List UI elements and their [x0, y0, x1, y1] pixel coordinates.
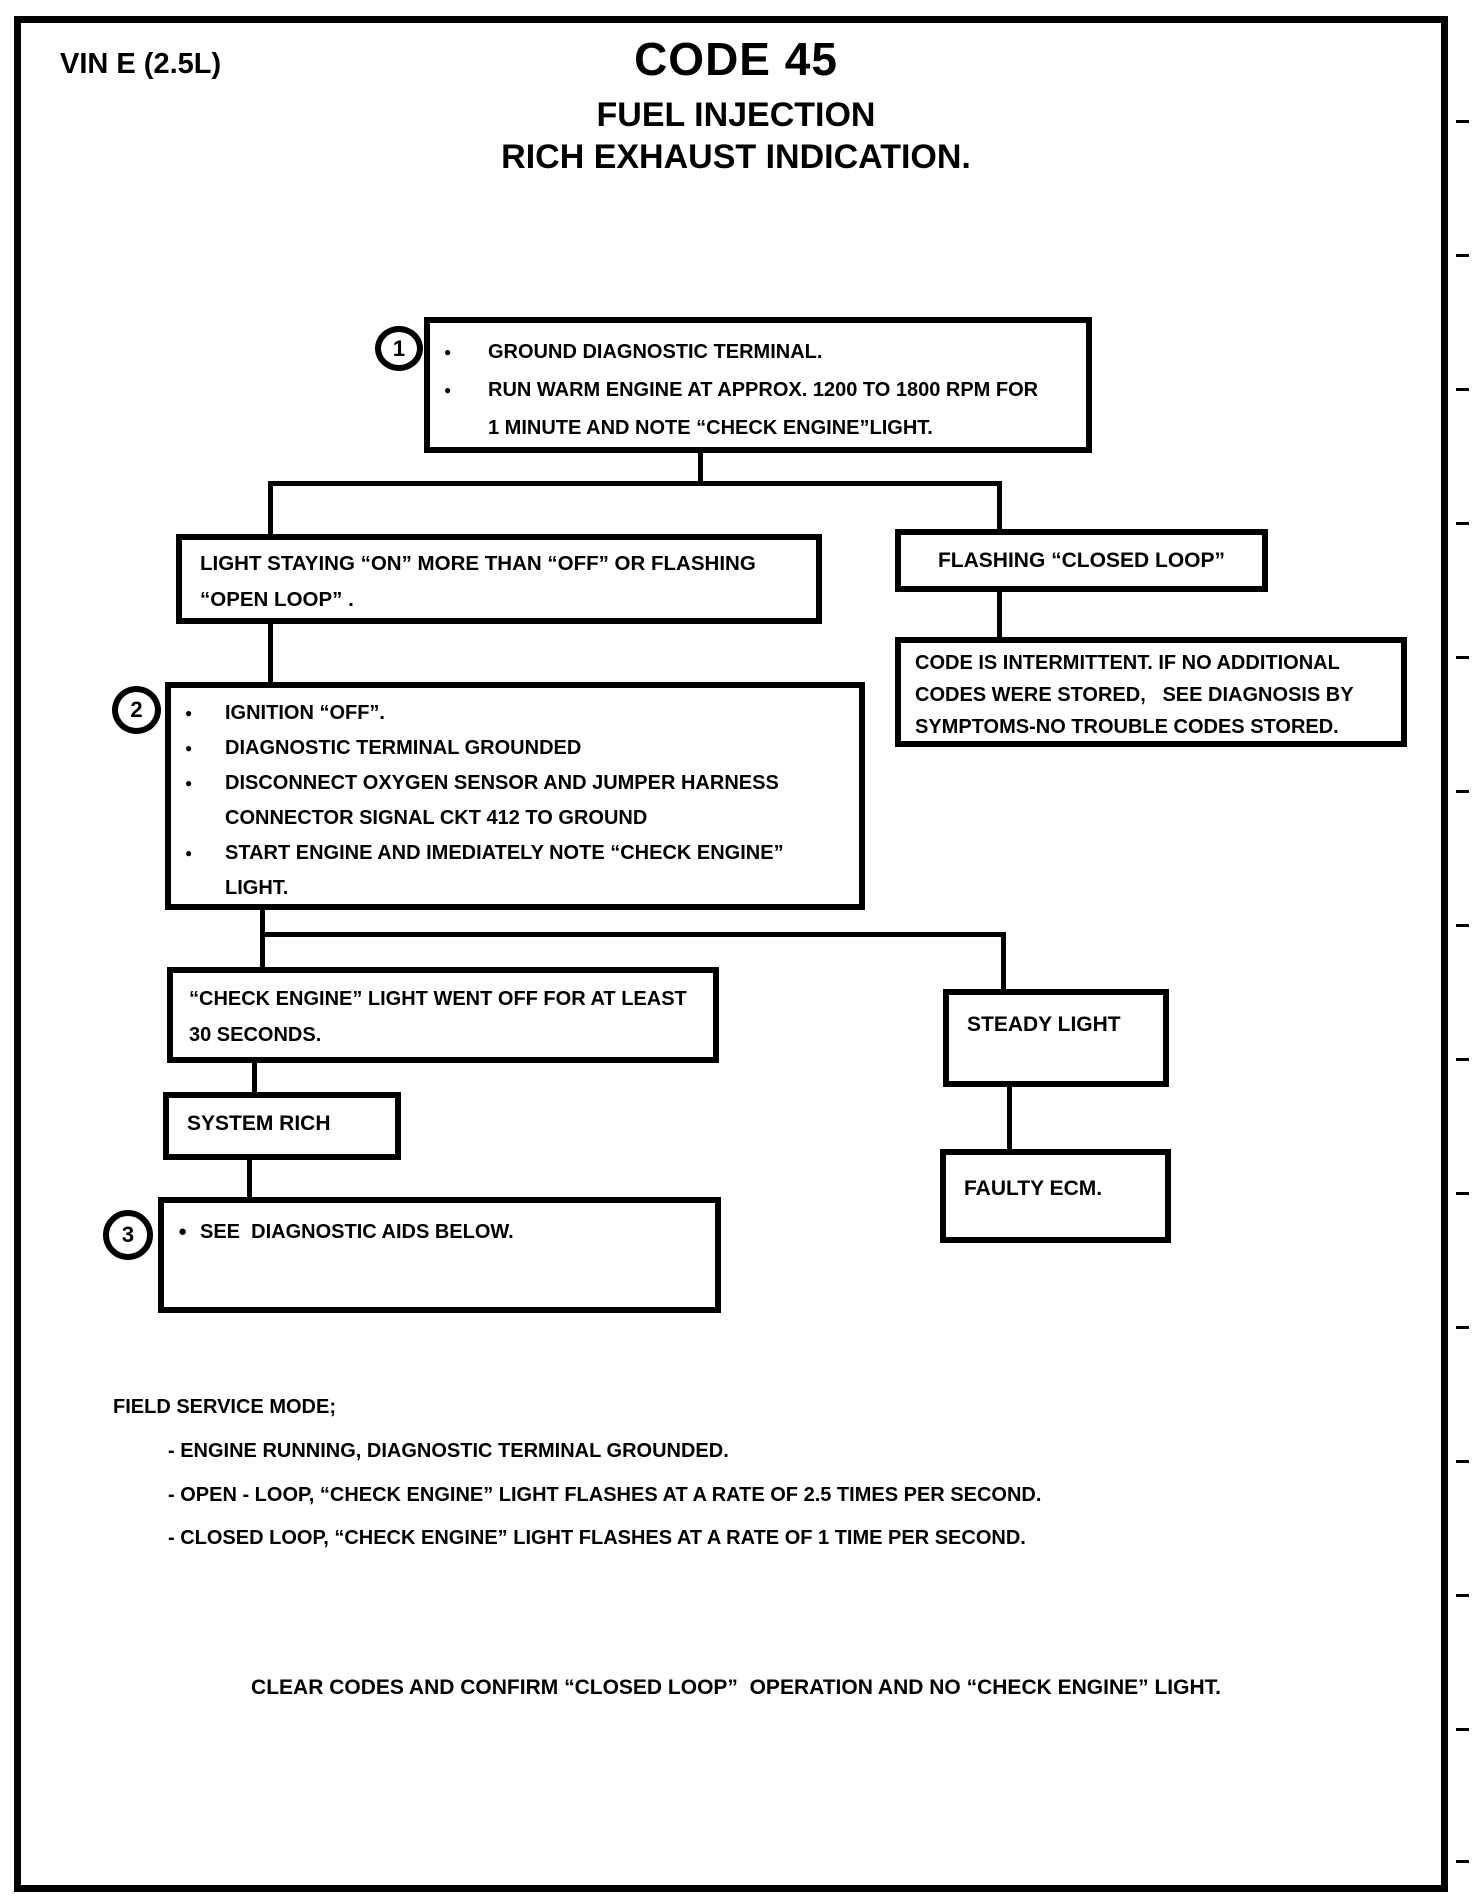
faulty-ecm-text: FAULTY ECM. — [964, 1177, 1103, 1200]
intermittent-line: SYMPTOMS-NO TROUBLE CODES STORED. — [915, 716, 1339, 738]
steady-light-text: STEADY LIGHT — [967, 1013, 1121, 1036]
step1-bullet-text: GROUND DIAGNOSTIC TERMINAL. — [488, 341, 823, 363]
connector-line — [1007, 1085, 1012, 1152]
page-edge-mark — [1456, 522, 1469, 525]
connector-line — [997, 481, 1002, 532]
page-subtitle-fuel-injection: FUEL INJECTION — [596, 96, 876, 134]
field-service-item: - CLOSED LOOP, “CHECK ENGINE” LIGHT FLAS… — [168, 1527, 1026, 1549]
connector-line — [252, 1061, 257, 1095]
step-number-2-label: 2 — [130, 697, 143, 722]
bullet-icon: ● — [185, 776, 193, 790]
step1-bullet-row: ● GROUND DIAGNOSTIC TERMINAL. — [444, 333, 1072, 371]
step-number-1: 1 — [375, 326, 423, 371]
step2-box: ● IGNITION “OFF”. ● DIAGNOSTIC TERMINAL … — [165, 682, 865, 910]
step-number-2: 2 — [112, 686, 161, 734]
step2-bullet-text: START ENGINE AND IMEDIATELY NOTE “CHECK … — [225, 842, 790, 899]
page-edge-mark — [1456, 1728, 1469, 1731]
bullet-icon: ● — [185, 846, 193, 860]
step-number-3-label: 3 — [121, 1222, 135, 1247]
step2-bullet-text: DISCONNECT OXYGEN SENSOR AND JUMPER HARN… — [225, 772, 785, 829]
page-edge-mark — [1456, 1058, 1469, 1061]
connector-line — [268, 481, 1002, 486]
faulty-ecm-box: FAULTY ECM. — [940, 1149, 1171, 1243]
page-edge-mark — [1456, 1460, 1469, 1463]
page-edge-mark — [1456, 924, 1469, 927]
bullet-icon: ● — [444, 383, 452, 397]
page-edge-mark — [1456, 1860, 1469, 1863]
light-went-off-box: “CHECK ENGINE” LIGHT WENT OFF FOR AT LEA… — [167, 967, 719, 1063]
step1-bullet-row: ● RUN WARM ENGINE AT APPROX. 1200 TO 180… — [444, 371, 1072, 447]
page-border — [14, 16, 1448, 1892]
bullet-icon: ● — [444, 345, 452, 359]
steady-light-box: STEADY LIGHT — [943, 989, 1169, 1087]
page-edge-mark — [1456, 254, 1469, 257]
light-went-off-text: “CHECK ENGINE” LIGHT WENT OFF FOR AT LEA… — [189, 988, 693, 1046]
connector-line — [997, 589, 1002, 639]
page-edge-mark — [1456, 1192, 1469, 1195]
connector-line — [1001, 932, 1006, 992]
step2-bullet-text: DIAGNOSTIC TERMINAL GROUNDED — [225, 737, 582, 759]
connector-line — [268, 481, 273, 537]
connector-line — [268, 621, 273, 684]
open-loop-result-text: LIGHT STAYING “ON” MORE THAN “OFF” OR FL… — [200, 552, 762, 611]
connector-line — [260, 907, 265, 969]
system-rich-text: SYSTEM RICH — [187, 1112, 331, 1135]
intermittent-line: CODES WERE STORED, SEE DIAGNOSIS BY — [915, 684, 1354, 706]
step3-bullet-row: ● SEE DIAGNOSTIC AIDS BELOW. — [178, 1215, 715, 1249]
connector-line — [260, 932, 1006, 937]
open-loop-result-box: LIGHT STAYING “ON” MORE THAN “OFF” OR FL… — [176, 534, 822, 624]
step3-box: ● SEE DIAGNOSTIC AIDS BELOW. — [158, 1197, 721, 1313]
page-edge-mark — [1456, 1326, 1469, 1329]
step1-bullet-text: RUN WARM ENGINE AT APPROX. 1200 TO 1800 … — [488, 379, 1044, 439]
vin-label: VIN E (2.5L) — [60, 48, 222, 80]
closed-loop-result-text: FLASHING “CLOSED LOOP” — [937, 548, 1225, 572]
page-edge-mark — [1456, 790, 1469, 793]
step-number-3: 3 — [103, 1210, 153, 1260]
bullet-icon: ● — [185, 741, 193, 755]
page-title: CODE 45 — [634, 33, 838, 85]
connector-line — [247, 1158, 252, 1200]
page-subtitle-rich-exhaust: RICH EXHAUST INDICATION. — [501, 138, 971, 176]
step2-bullet-row: ● START ENGINE AND IMEDIATELY NOTE “CHEC… — [185, 836, 849, 906]
bullet-icon: ● — [178, 1223, 188, 1240]
bullet-icon: ● — [185, 706, 193, 720]
page-edge-mark — [1456, 1594, 1469, 1597]
page-edge-mark — [1456, 120, 1469, 123]
step2-bullet-row: ● DIAGNOSTIC TERMINAL GROUNDED — [185, 731, 849, 766]
step1-box: ● GROUND DIAGNOSTIC TERMINAL. ● RUN WARM… — [424, 317, 1092, 453]
field-service-item: - ENGINE RUNNING, DIAGNOSTIC TERMINAL GR… — [168, 1440, 729, 1462]
step2-bullet-row: ● DISCONNECT OXYGEN SENSOR AND JUMPER HA… — [185, 766, 849, 836]
footer-instruction: CLEAR CODES AND CONFIRM “CLOSED LOOP” OP… — [251, 1676, 1221, 1699]
step3-bullet-text: SEE DIAGNOSTIC AIDS BELOW. — [200, 1221, 514, 1243]
step2-bullet-text: IGNITION “OFF”. — [225, 702, 385, 724]
step-number-1-label: 1 — [392, 335, 406, 361]
field-service-item: - OPEN - LOOP, “CHECK ENGINE” LIGHT FLAS… — [168, 1484, 1042, 1506]
step2-bullet-row: ● IGNITION “OFF”. — [185, 696, 849, 731]
page-edge-mark — [1456, 388, 1469, 391]
connector-line — [698, 451, 703, 484]
field-service-heading: FIELD SERVICE MODE; — [113, 1396, 336, 1418]
page-edge-mark — [1456, 656, 1469, 659]
intermittent-line: CODE IS INTERMITTENT. IF NO ADDITIONAL — [915, 652, 1340, 674]
intermittent-code-box: CODE IS INTERMITTENT. IF NO ADDITIONAL C… — [895, 637, 1407, 747]
system-rich-box: SYSTEM RICH — [163, 1092, 401, 1160]
closed-loop-result-box: FLASHING “CLOSED LOOP” — [895, 529, 1268, 592]
